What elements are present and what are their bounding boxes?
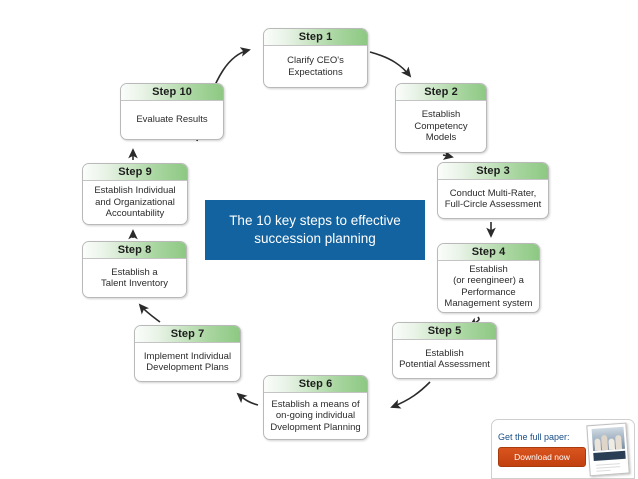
- step-line: Talent Inventory: [100, 278, 169, 289]
- step-body-10: Evaluate Results: [121, 101, 223, 139]
- step-line: (or reengineer) a: [453, 275, 524, 286]
- arrow-step2-to-step3: [444, 156, 452, 159]
- step-box-1[interactable]: Step 1 Clarify CEO's Expectations: [263, 28, 368, 88]
- step-line: Competency: [414, 120, 468, 132]
- step-line: Evaluate Results: [136, 114, 208, 126]
- step-line: Development Plans: [146, 362, 229, 373]
- step-line: Conduct Multi-Rater,: [449, 187, 537, 199]
- step-line: Accountability: [105, 208, 165, 220]
- thumb-photo: [591, 426, 626, 451]
- step-line: Expectations: [288, 66, 343, 78]
- step-header-4: Step 4: [438, 244, 539, 261]
- step-body-4: Establish (or reengineer) a Performance …: [438, 261, 539, 312]
- step-line: Performance: [461, 286, 516, 298]
- step-box-8[interactable]: Step 8 Establish a Talent Inventory: [82, 241, 187, 298]
- thumb-figure: [594, 438, 602, 451]
- step-line: Establish: [469, 263, 508, 275]
- promo-label: Get the full paper:: [498, 431, 570, 442]
- step-body-6: Establish a means of on-going individual…: [264, 393, 367, 439]
- step-box-2[interactable]: Step 2 Establish Competency Models: [395, 83, 487, 153]
- thumb-title-bar: [593, 450, 626, 461]
- arrow-step5-to-step6: [390, 381, 431, 409]
- step-line: Clarify CEO's: [287, 55, 344, 66]
- step-line: Dvelopment Planning: [270, 421, 361, 433]
- center-title-line-2: succession planning: [254, 231, 376, 246]
- arrow-step2-to-step3-line: [442, 150, 454, 160]
- step-line: Establish a means of: [271, 398, 360, 410]
- step-body-2: Establish Competency Models: [396, 101, 486, 152]
- step-line: Establish: [425, 347, 464, 359]
- step-box-4[interactable]: Step 4 Establish (or reengineer) a Perfo…: [437, 243, 540, 313]
- thumb-text-line: [596, 469, 611, 472]
- thumb-text-line: [596, 466, 621, 469]
- thumb-page: [586, 422, 630, 477]
- arrow-step7-to-step8: [138, 303, 161, 323]
- step-header-5: Step 5: [393, 323, 496, 340]
- step-body-3: Conduct Multi-Rater, Full-Circle Assessm…: [438, 180, 548, 218]
- step-line: Establish: [421, 109, 461, 121]
- promo-text-column: Get the full paper: Download now: [498, 432, 586, 467]
- white-paper-cover-thumbnail-icon[interactable]: [584, 422, 630, 477]
- step-body-1: Clarify CEO's Expectations: [264, 46, 367, 87]
- step-line: on-going individual: [275, 410, 356, 422]
- step-body-8: Establish a Talent Inventory: [83, 259, 186, 297]
- step-header-10: Step 10: [121, 84, 223, 101]
- step-line: Full-Circle Assessment: [444, 199, 542, 210]
- step-header-2: Step 2: [396, 84, 486, 101]
- step-line: and Organizational: [95, 196, 175, 208]
- step-box-6[interactable]: Step 6 Establish a means of on-going ind…: [263, 375, 368, 440]
- thumb-figure: [608, 438, 616, 450]
- step-body-9: Establish Individual and Organizational …: [83, 181, 187, 224]
- download-now-button[interactable]: Download now: [498, 446, 586, 467]
- step-line: Implement Individual: [143, 350, 232, 362]
- step-body-5: Establish Potential Assessment: [393, 340, 496, 378]
- thumb-figure: [615, 434, 623, 450]
- download-promo-widget[interactable]: Get the full paper: Download now: [491, 419, 635, 479]
- step-header-1: Step 1: [264, 29, 367, 46]
- step-box-3[interactable]: Step 3 Conduct Multi-Rater, Full-Circle …: [437, 162, 549, 219]
- center-title-line-1: The 10 key steps to effective: [229, 213, 401, 228]
- step-line: Management system: [444, 298, 533, 309]
- step-box-9[interactable]: Step 9 Establish Individual and Organiza…: [82, 163, 188, 225]
- step-box-10[interactable]: Step 10 Evaluate Results: [120, 83, 224, 140]
- step-header-8: Step 8: [83, 242, 186, 259]
- step-box-5[interactable]: Step 5 Establish Potential Assessment: [392, 322, 497, 379]
- step-header-7: Step 7: [135, 326, 240, 343]
- step-line: Establish a: [111, 266, 158, 278]
- step-line: Establish Individual: [94, 185, 176, 197]
- step-header-3: Step 3: [438, 163, 548, 180]
- thumb-figure: [601, 434, 609, 451]
- arrow-step6-to-step7: [236, 392, 259, 406]
- step-line: Potential Assessment: [399, 359, 490, 370]
- step-box-7[interactable]: Step 7 Implement Individual Development …: [134, 325, 241, 382]
- center-title-banner: The 10 key steps to effective succession…: [205, 200, 425, 260]
- step-body-7: Implement Individual Development Plans: [135, 343, 240, 381]
- arrow-step1-to-step2: [369, 51, 412, 78]
- step-header-6: Step 6: [264, 376, 367, 393]
- step-header-9: Step 9: [83, 164, 187, 181]
- step-line: Models: [425, 132, 457, 144]
